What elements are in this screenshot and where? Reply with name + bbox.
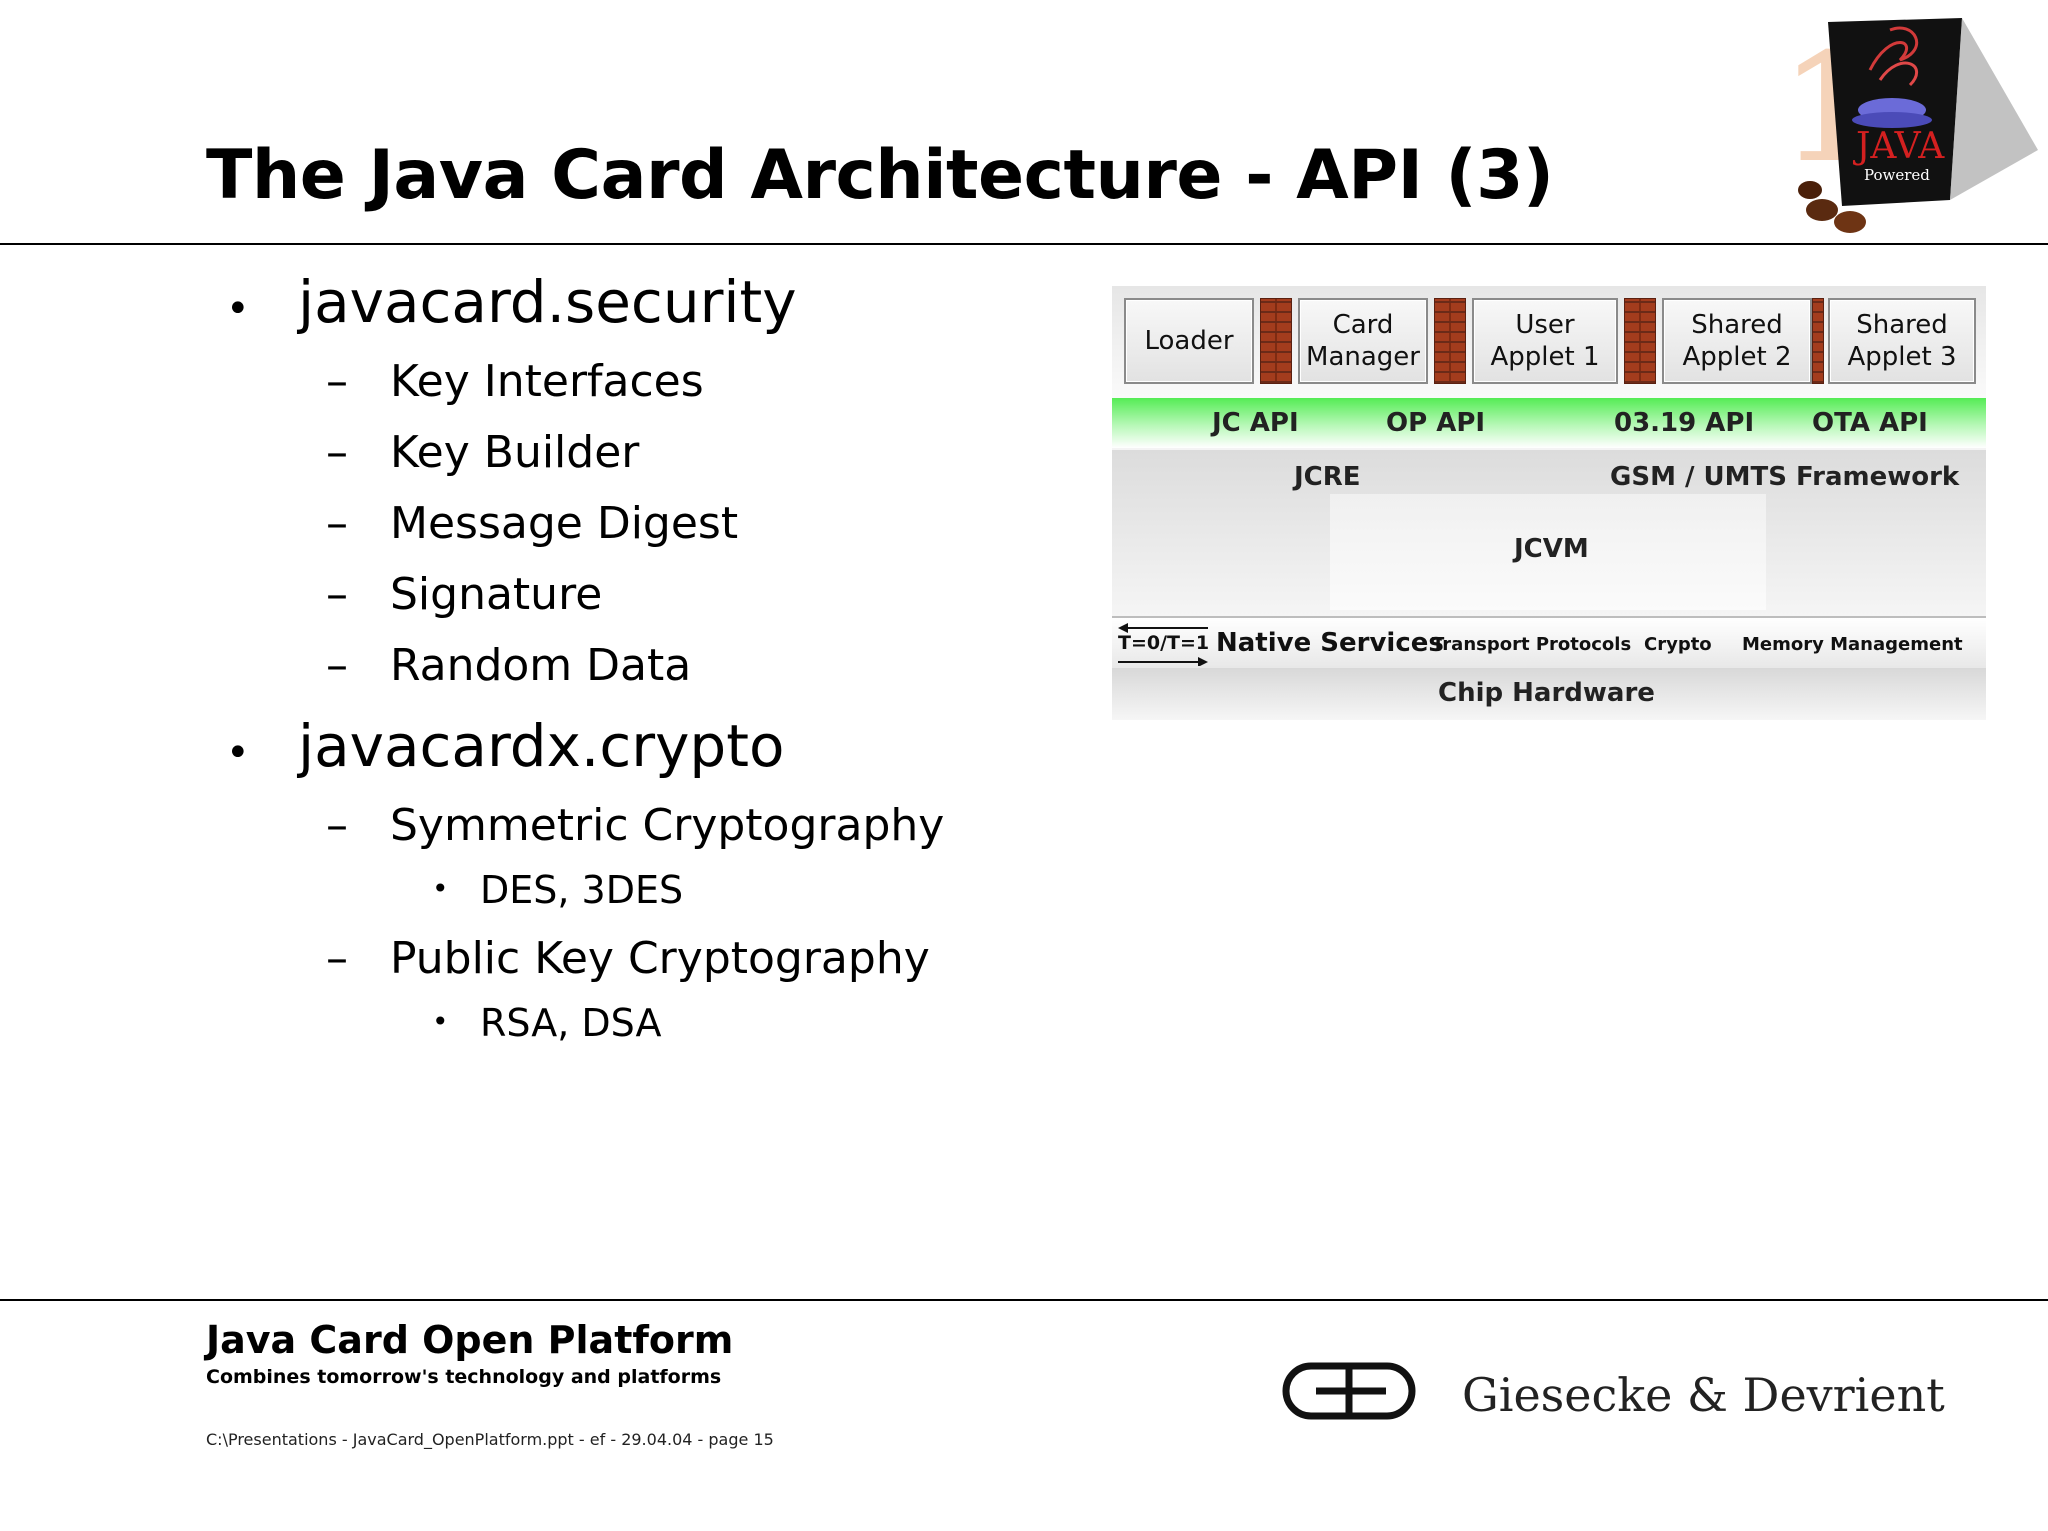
bullet-marker: • (432, 1005, 449, 1038)
framework-label: GSM / UMTS Framework (1610, 462, 1960, 492)
app-label: User (1515, 310, 1575, 340)
sub-sub-bullet-text: RSA, DSA (480, 1001, 662, 1045)
jcvm-label: JCVM (1514, 534, 1589, 564)
footer-file-path: C:\Presentations - JavaCard_OpenPlatform… (206, 1430, 774, 1449)
bidirectional-arrow-icon (1118, 623, 1208, 666)
api-label: JC API (1212, 408, 1299, 438)
api-label: 03.19 API (1614, 408, 1755, 438)
jcvm-box: JCVM (1330, 494, 1766, 610)
title-divider (0, 243, 2048, 245)
java-logo-sub: Powered (1864, 166, 1930, 184)
sub-bullet-text: Key Interfaces (390, 356, 704, 407)
gd-logo-icon (1282, 1362, 1416, 1420)
sub-bullet-text: Message Digest (390, 498, 739, 549)
firewall-icon (1260, 298, 1292, 384)
java-logo-text: JAVA (1852, 126, 1945, 167)
api-label: OP API (1386, 408, 1486, 438)
bullet-marker: • (226, 286, 250, 332)
transport-label: Transport Protocols (1432, 634, 1632, 655)
app-label: Applet 2 (1682, 342, 1792, 372)
dash-marker: – (326, 640, 348, 691)
sub-bullet-text: Random Data (390, 640, 692, 691)
dash-marker: – (326, 933, 348, 984)
protocol-label: T=0/T=1 (1118, 632, 1210, 654)
runtime-layer: JCRE GSM / UMTS Framework JCVM (1112, 450, 1986, 616)
bullet-marker: • (432, 872, 449, 905)
sub-bullet-text: Symmetric Cryptography (390, 800, 945, 851)
app-label: Shared (1856, 310, 1948, 340)
native-layer: T=0/T=1 Native Services Transport Protoc… (1112, 616, 1986, 668)
footer-divider (0, 1299, 2048, 1301)
dash-marker: – (326, 498, 348, 549)
app-label: Applet 3 (1847, 342, 1957, 372)
company-name: Giesecke & Devrient (1462, 1368, 1945, 1422)
bullet-marker: • (226, 730, 250, 776)
memory-label: Memory Management (1742, 634, 1963, 655)
sub-sub-bullet-text: DES, 3DES (480, 868, 684, 912)
firewall-icon (1624, 298, 1656, 384)
app-label: Applet 1 (1490, 342, 1600, 372)
footer-title: Java Card Open Platform (206, 1318, 734, 1362)
native-services-label: Native Services (1216, 628, 1444, 658)
crypto-label: Crypto (1644, 634, 1712, 655)
firewall-icon (1812, 298, 1824, 384)
hardware-layer: Chip Hardware (1112, 668, 1986, 720)
app-label: Loader (1144, 326, 1234, 356)
chip-label: Chip Hardware (1438, 678, 1655, 708)
bullet-text: javacardx.crypto (298, 712, 785, 780)
java-powered-logo: 1 JAVA Powered (1780, 18, 2038, 233)
jcre-label: JCRE (1294, 462, 1361, 492)
dash-marker: – (326, 427, 348, 478)
dash-marker: – (326, 356, 348, 407)
bullet-text: javacard.security (298, 268, 797, 336)
dash-marker: – (326, 800, 348, 851)
firewall-icon (1434, 298, 1466, 384)
footer-subtitle: Combines tomorrow's technology and platf… (206, 1366, 722, 1388)
app-label: Shared (1691, 310, 1783, 340)
dash-marker: – (326, 569, 348, 620)
slide-title: The Java Card Architecture - API (3) (206, 136, 1554, 215)
sub-bullet-text: Signature (390, 569, 603, 620)
sub-bullet-text: Key Builder (390, 427, 640, 478)
loader-box: Loader (1124, 298, 1254, 384)
api-layer: JC API OP API 03.19 API OTA API (1112, 398, 1986, 448)
sub-bullet-text: Public Key Cryptography (390, 933, 930, 984)
api-label: OTA API (1812, 408, 1928, 438)
app-label: Card (1332, 310, 1394, 340)
app-label: Manager (1306, 342, 1420, 372)
